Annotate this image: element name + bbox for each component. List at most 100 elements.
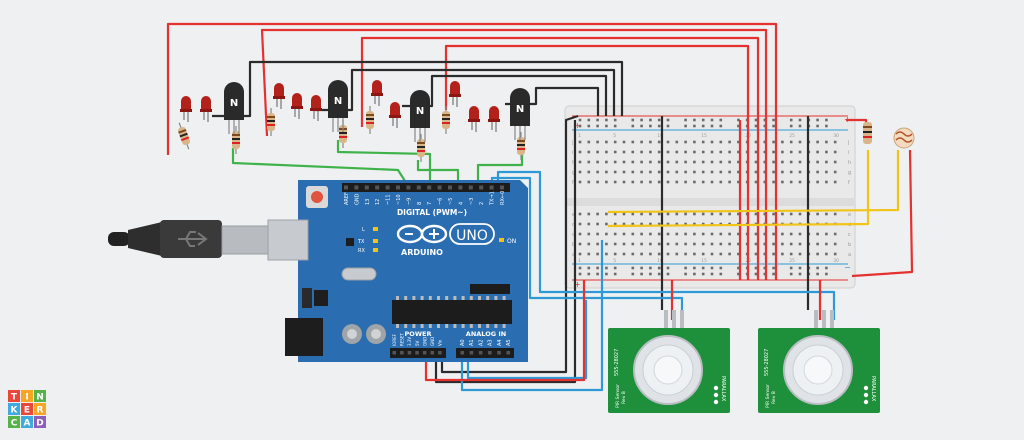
reset-button-cap[interactable] bbox=[311, 191, 323, 203]
wire-blue[interactable] bbox=[496, 170, 836, 320]
breadboard-hole[interactable] bbox=[693, 140, 696, 144]
breadboard-hole[interactable] bbox=[710, 140, 714, 144]
breadboard-hole[interactable] bbox=[640, 252, 643, 256]
resistor-ldr[interactable] bbox=[863, 122, 915, 149]
breadboard-hole[interactable] bbox=[622, 160, 626, 164]
breadboard-hole[interactable] bbox=[578, 222, 582, 226]
breadboard-hole[interactable] bbox=[816, 242, 819, 246]
breadboard-hole[interactable] bbox=[605, 272, 608, 276]
header-pin[interactable] bbox=[458, 185, 463, 190]
wire-black[interactable] bbox=[434, 120, 577, 384]
breadboard-hole[interactable] bbox=[710, 118, 714, 122]
breadboard-hole[interactable] bbox=[789, 160, 793, 164]
breadboard-hole[interactable] bbox=[649, 222, 652, 226]
header-pin[interactable] bbox=[400, 351, 404, 355]
breadboard-hole[interactable] bbox=[772, 232, 775, 236]
breadboard-hole[interactable] bbox=[701, 212, 705, 216]
breadboard-hole[interactable] bbox=[622, 150, 626, 154]
breadboard-hole[interactable] bbox=[754, 266, 758, 270]
breadboard-hole[interactable] bbox=[684, 124, 687, 128]
breadboard-hole[interactable] bbox=[789, 252, 793, 256]
breadboard-hole[interactable] bbox=[631, 124, 635, 128]
breadboard-hole[interactable] bbox=[631, 272, 635, 276]
breadboard-hole[interactable] bbox=[684, 160, 687, 164]
breadboard-hole[interactable] bbox=[798, 180, 802, 184]
breadboard-hole[interactable] bbox=[649, 180, 652, 184]
breadboard-hole[interactable] bbox=[763, 212, 767, 216]
breadboard-hole[interactable] bbox=[587, 150, 591, 154]
breadboard-hole[interactable] bbox=[816, 118, 819, 122]
breadboard-hole[interactable] bbox=[693, 124, 696, 128]
breadboard-hole[interactable] bbox=[833, 150, 837, 154]
breadboard-hole[interactable] bbox=[693, 222, 696, 226]
breadboard-hole[interactable] bbox=[737, 170, 740, 174]
breadboard-hole[interactable] bbox=[737, 212, 740, 216]
breadboard-hole[interactable] bbox=[701, 266, 705, 270]
breadboard-hole[interactable] bbox=[719, 222, 723, 226]
resistor[interactable] bbox=[175, 121, 192, 150]
breadboard-hole[interactable] bbox=[763, 170, 767, 174]
header-pin[interactable] bbox=[500, 185, 504, 190]
breadboard-hole[interactable] bbox=[701, 124, 705, 128]
breadboard-hole[interactable] bbox=[684, 266, 687, 270]
breadboard-hole[interactable] bbox=[772, 140, 775, 144]
breadboard-hole[interactable] bbox=[789, 118, 793, 122]
breadboard-hole[interactable] bbox=[798, 212, 802, 216]
breadboard-hole[interactable] bbox=[675, 180, 679, 184]
breadboard-hole[interactable] bbox=[737, 242, 740, 246]
breadboard-hole[interactable] bbox=[666, 252, 670, 256]
breadboard-hole[interactable] bbox=[675, 170, 679, 174]
breadboard-hole[interactable] bbox=[825, 118, 828, 122]
breadboard-hole[interactable] bbox=[728, 212, 731, 216]
header-pin[interactable] bbox=[375, 185, 380, 190]
breadboard-hole[interactable] bbox=[789, 272, 793, 276]
breadboard-hole[interactable] bbox=[596, 124, 599, 128]
npn-transistor[interactable]: N bbox=[410, 90, 430, 142]
breadboard-hole[interactable] bbox=[719, 180, 723, 184]
header-pin[interactable] bbox=[385, 185, 390, 190]
resistor[interactable] bbox=[517, 132, 525, 160]
breadboard-hole[interactable] bbox=[781, 140, 784, 144]
breadboard-hole[interactable] bbox=[719, 232, 723, 236]
digital-header-pins[interactable] bbox=[344, 185, 504, 190]
breadboard-hole[interactable] bbox=[605, 242, 608, 246]
breadboard-hole[interactable] bbox=[657, 266, 661, 270]
breadboard-hole[interactable] bbox=[719, 272, 723, 276]
breadboard-hole[interactable] bbox=[657, 140, 661, 144]
breadboard-hole[interactable] bbox=[622, 222, 626, 226]
breadboard-hole[interactable] bbox=[833, 242, 837, 246]
breadboard-hole[interactable] bbox=[798, 266, 802, 270]
breadboard-hole[interactable] bbox=[631, 180, 635, 184]
breadboard-hole[interactable] bbox=[798, 150, 802, 154]
breadboard-hole[interactable] bbox=[631, 150, 635, 154]
breadboard-hole[interactable] bbox=[693, 266, 696, 270]
breadboard-hole[interactable] bbox=[789, 266, 793, 270]
breadboard-hole[interactable] bbox=[657, 212, 661, 216]
breadboard-hole[interactable] bbox=[649, 232, 652, 236]
header-pin[interactable] bbox=[448, 185, 452, 190]
breadboard-hole[interactable] bbox=[719, 140, 723, 144]
breadboard-hole[interactable] bbox=[754, 140, 758, 144]
breadboard-hole[interactable] bbox=[737, 180, 740, 184]
breadboard-hole[interactable] bbox=[754, 160, 758, 164]
header-pin[interactable] bbox=[437, 185, 442, 190]
breadboard-hole[interactable] bbox=[666, 232, 670, 236]
breadboard-hole[interactable] bbox=[772, 160, 775, 164]
breadboard-hole[interactable] bbox=[666, 150, 670, 154]
breadboard-hole[interactable] bbox=[587, 222, 591, 226]
header-pin[interactable] bbox=[506, 351, 511, 355]
breadboard-hole[interactable] bbox=[693, 242, 696, 246]
breadboard-hole[interactable] bbox=[657, 118, 661, 122]
breadboard-hole[interactable] bbox=[816, 140, 819, 144]
breadboard-hole[interactable] bbox=[772, 180, 775, 184]
breadboard-hole[interactable] bbox=[781, 150, 784, 154]
breadboard-hole[interactable] bbox=[631, 170, 635, 174]
red-led[interactable] bbox=[449, 81, 461, 107]
breadboard-hole[interactable] bbox=[631, 160, 635, 164]
breadboard-hole[interactable] bbox=[640, 212, 643, 216]
usb-cable[interactable] bbox=[108, 220, 273, 258]
breadboard-hole[interactable] bbox=[587, 140, 591, 144]
breadboard-hole[interactable] bbox=[613, 124, 617, 128]
breadboard-hole[interactable] bbox=[728, 160, 731, 164]
